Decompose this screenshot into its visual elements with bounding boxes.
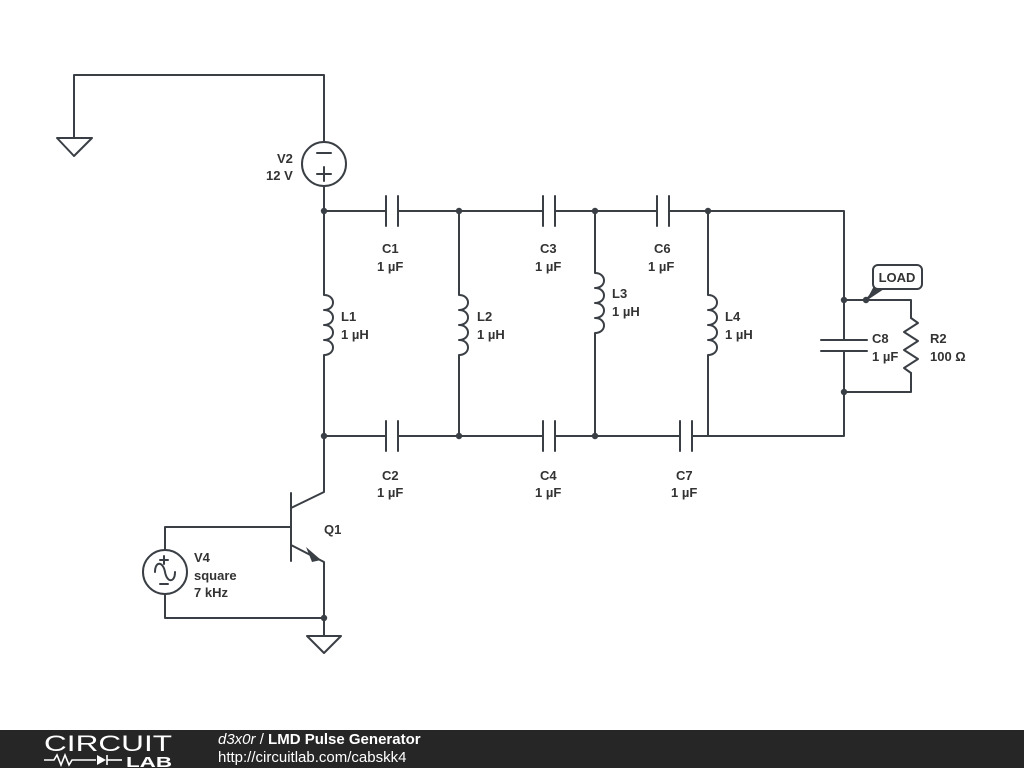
junction-dots: [320, 207, 870, 622]
c1-name-label: C1: [382, 241, 399, 256]
c6-name-label: C6: [654, 241, 671, 256]
c6-value-label: 1 µF: [648, 259, 674, 274]
l2-value-label: 1 µH: [477, 327, 505, 342]
l1-value-label: 1 µH: [341, 327, 369, 342]
circuit-title: LMD Pulse Generator: [268, 731, 421, 748]
l3-value-label: 1 µH: [612, 304, 640, 319]
c1-value-label: 1 µF: [377, 259, 403, 274]
capacitor-c1[interactable]: [385, 195, 399, 227]
c7-value-label: 1 µF: [671, 485, 697, 500]
resistor-r2[interactable]: [903, 317, 919, 374]
c7-name-label: C7: [676, 468, 693, 483]
inductor-l3[interactable]: [594, 210, 605, 437]
author-name[interactable]: d3x0r: [218, 731, 256, 748]
capacitor-c3[interactable]: [542, 195, 556, 227]
r2-name-label: R2: [930, 331, 947, 346]
diode-icon: [97, 755, 106, 765]
c2-value-label: 1 µF: [377, 485, 403, 500]
inductor-l1[interactable]: [323, 210, 334, 437]
capacitor-c4[interactable]: [542, 420, 556, 452]
l1-name-label: L1: [341, 309, 356, 324]
v2-dc-source[interactable]: [301, 141, 347, 187]
title-separator: /: [255, 731, 269, 748]
top-rail-wire: [323, 185, 845, 301]
load-wiring: [843, 299, 912, 393]
v4-name-label: V4: [194, 550, 211, 565]
capacitor-c2[interactable]: [385, 420, 399, 452]
load-net-tag[interactable]: LOAD: [865, 264, 923, 301]
v4-type-label: square: [194, 568, 237, 583]
l3-name-label: L3: [612, 286, 627, 301]
ground-symbol-bottom: [306, 617, 342, 654]
c3-name-label: C3: [540, 241, 557, 256]
circuitlab-logo[interactable]: CIRCUIT LAB: [44, 732, 179, 768]
logo-bottom-text: LAB: [126, 754, 172, 768]
capacitor-c6[interactable]: [656, 195, 670, 227]
v4-ac-source[interactable]: [142, 549, 325, 619]
c2-name-label: C2: [382, 468, 399, 483]
ground-symbol-top: [56, 74, 325, 157]
c4-name-label: C4: [540, 468, 557, 483]
transistor-q1[interactable]: [164, 435, 325, 619]
q1-name-label: Q1: [324, 522, 341, 537]
inductor-l2[interactable]: [458, 210, 469, 437]
logo-top-text: CIRCUIT: [44, 732, 172, 756]
resistor-zigzag-icon: [44, 752, 96, 768]
l4-name-label: L4: [725, 309, 741, 324]
circuit-url[interactable]: http://circuitlab.com/cabskk4: [218, 749, 407, 766]
c8-name-label: C8: [872, 331, 889, 346]
capacitor-c8[interactable]: [820, 339, 868, 352]
footer-title-line: d3x0r / LMD Pulse Generator: [218, 731, 421, 749]
capacitor-c7[interactable]: [679, 420, 693, 452]
load-tag-label: LOAD: [879, 270, 916, 285]
schematic-canvas: V2 12 V C1 1 µF C3 1 µF C6 1 µF L1 1 µH …: [56, 74, 966, 654]
bottom-rail-wire: [323, 391, 845, 437]
v2-name-label: V2: [277, 151, 293, 166]
l4-value-label: 1 µH: [725, 327, 753, 342]
inductor-l4[interactable]: [707, 210, 718, 437]
v4-freq-label: 7 kHz: [194, 585, 228, 600]
l2-name-label: L2: [477, 309, 492, 324]
footer-bar: CIRCUIT LAB d3x0r / LMD Pulse Generator …: [0, 730, 1024, 768]
r2-value-label: 100 Ω: [930, 349, 966, 364]
c8-value-label: 1 µF: [872, 349, 898, 364]
c4-value-label: 1 µF: [535, 485, 561, 500]
c3-value-label: 1 µF: [535, 259, 561, 274]
v2-value-label: 12 V: [266, 168, 293, 183]
